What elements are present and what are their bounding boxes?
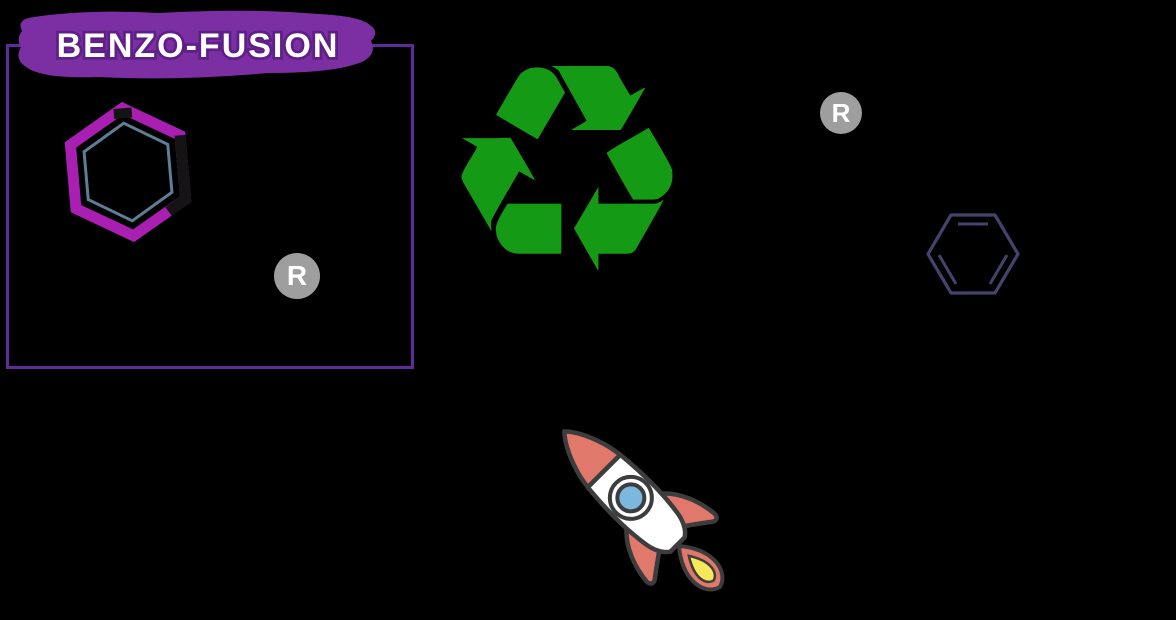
rocket-nose-cone <box>562 429 623 490</box>
hexagon-inner-ring <box>82 121 174 223</box>
banner-title: BENZO-FUSION <box>57 27 340 65</box>
benzene-ring-icon <box>925 206 1021 302</box>
recycle-icon: ♻ <box>437 1 697 339</box>
benzene-double-bond-left <box>937 254 958 285</box>
hexagon-shadow-edge <box>165 134 192 217</box>
banner-brush-stroke <box>18 10 376 79</box>
banner: BENZO-FUSION <box>8 4 380 90</box>
r-substituent-badge: R <box>274 253 320 299</box>
hexagon-shadow-notch <box>113 107 133 119</box>
benzene-double-bond-right <box>988 254 1009 285</box>
rocket-icon <box>511 378 780 620</box>
r-substituent-badge: R <box>820 92 862 134</box>
r-label: R <box>286 260 308 291</box>
rocket-window <box>615 482 647 514</box>
rocket-fin-right <box>658 491 719 529</box>
rocket-fin-left <box>624 525 662 586</box>
benzene-hexagon <box>926 213 1020 295</box>
hexagon-outer-ring <box>64 101 192 243</box>
r-label: R <box>831 97 851 128</box>
rocket-flame-inner <box>687 554 717 584</box>
benzene-hexagon-3d-icon <box>53 96 203 248</box>
